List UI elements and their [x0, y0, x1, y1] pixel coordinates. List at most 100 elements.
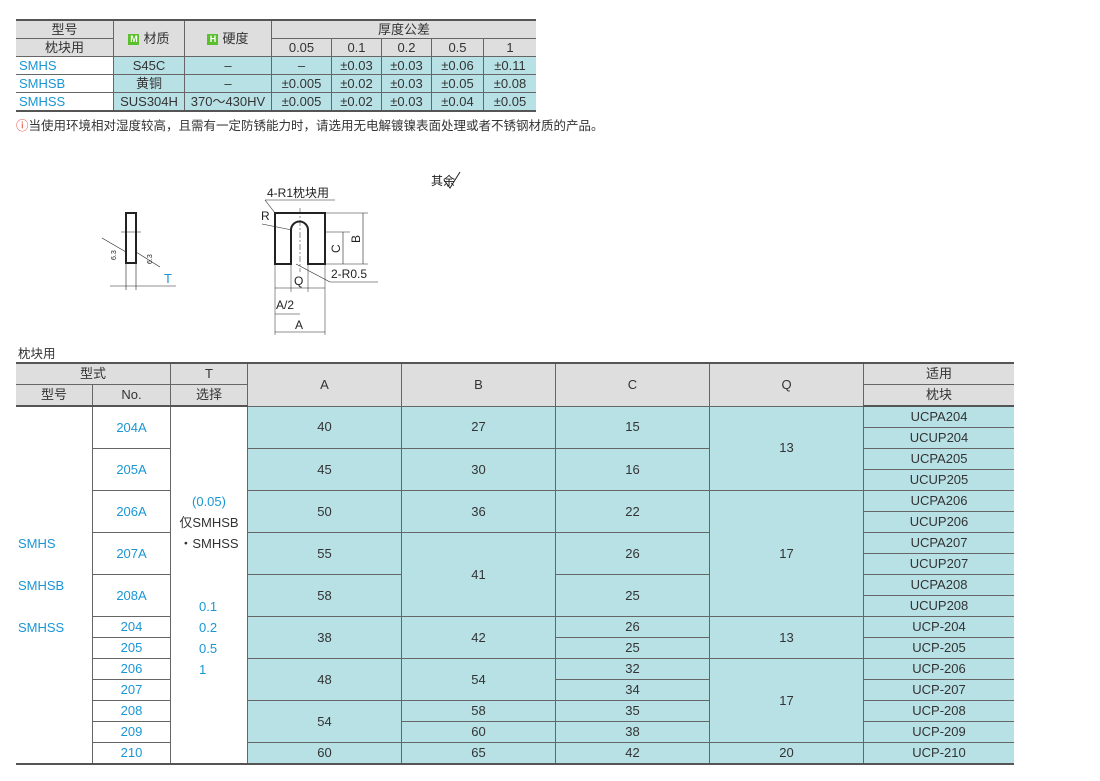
a-cell: 60 — [247, 742, 402, 765]
header-apply: 适用 — [863, 362, 1014, 385]
t-option-label: (0.05) — [192, 494, 226, 509]
q-cell: 20 — [709, 742, 864, 765]
header-thickness: 0.1 — [331, 38, 382, 57]
tolerance-cell: ±0.005 — [271, 74, 332, 93]
header-material-label: 材质 — [143, 31, 170, 46]
roughness-label: 其余 — [431, 173, 455, 188]
header-thickness: 0.05 — [271, 38, 332, 57]
b-cell: 30 — [401, 448, 556, 491]
material-badge-icon: M — [128, 34, 140, 46]
model-cell: SMHS SMHSB SMHSS — [16, 405, 93, 765]
b-cell: 65 — [401, 742, 556, 765]
table-row: UCUP204 — [16, 427, 1014, 449]
a-cell: 40 — [247, 405, 402, 449]
material-cell: S45C — [113, 56, 185, 75]
bearing-cell: UCP-210 — [863, 742, 1014, 765]
header-apply-sub: 枕块 — [863, 384, 1014, 407]
q-cell: 13 — [709, 616, 864, 659]
header-q: Q — [709, 362, 864, 407]
a-cell: 45 — [247, 448, 402, 491]
tolerance-cell: ±0.03 — [331, 56, 382, 75]
q-cell: 17 — [709, 490, 864, 617]
c-cell: 26 — [555, 532, 710, 575]
tolerance-cell: ±0.02 — [331, 92, 382, 112]
header-no: No. — [92, 384, 171, 407]
hardness-cell: – — [184, 74, 272, 93]
bearing-cell: UCP-208 — [863, 700, 1014, 722]
header-model-sub: 枕块用 — [16, 38, 114, 57]
b-cell: 36 — [401, 490, 556, 533]
tolerance-cell: ±0.11 — [483, 56, 536, 75]
tolerance-cell: ±0.005 — [271, 92, 332, 112]
technical-drawing: 其余 4-R1枕块用 R 2-R0.5 B C Q A/2 A T 6.3 6.… — [101, 171, 461, 335]
bearing-cell: UCPA207 — [863, 532, 1014, 554]
t-option-label: 0.2 — [199, 620, 218, 635]
tolerance-cell: – — [271, 56, 332, 75]
c-cell: 25 — [555, 637, 710, 659]
t-option-label: ・SMHSS — [179, 536, 239, 551]
b-cell: 41 — [401, 532, 556, 617]
no-cell: 205 — [92, 637, 171, 659]
t-option-label: 1 — [199, 662, 207, 677]
bearing-cell: UCP-206 — [863, 658, 1014, 680]
bearing-cell: UCP-204 — [863, 616, 1014, 638]
b-cell: 60 — [401, 721, 556, 743]
roughness-value: 6.3 — [111, 250, 118, 260]
bearing-cell: UCPA208 — [863, 574, 1014, 596]
b-cell: 27 — [401, 405, 556, 449]
a-cell: 48 — [247, 658, 402, 701]
table-row: UCUP206 — [16, 511, 1014, 533]
model-label: SMHSS — [18, 620, 65, 635]
r05-label: 2-R0.5 — [331, 267, 367, 281]
tolerance-cell: ±0.05 — [431, 74, 484, 93]
header-b: B — [401, 362, 556, 407]
tolerance-cell: ±0.08 — [483, 74, 536, 93]
header-hardness-label: 硬度 — [222, 31, 249, 46]
table-row: UCUP207 — [16, 553, 1014, 575]
bearing-cell: UCP-205 — [863, 637, 1014, 659]
bearing-cell: UCP-207 — [863, 679, 1014, 701]
c-cell: 42 — [555, 742, 710, 765]
dim-b-label: B — [349, 235, 363, 243]
header-tolerance: 厚度公差 — [271, 19, 536, 39]
t-option-label: 0.5 — [199, 641, 218, 656]
model-label: SMHSB — [18, 578, 65, 593]
a-cell: 58 — [247, 574, 402, 617]
c-cell: 32 — [555, 658, 710, 680]
a-cell: 55 — [247, 532, 402, 575]
bearing-cell: UCUP208 — [863, 595, 1014, 617]
note-text: 当使用环境相对湿度较高，且需有一定防锈能力时，请选用无电解镀镍表面处理或者不锈钢… — [28, 119, 604, 133]
no-cell: 210 — [92, 742, 171, 765]
bearing-cell: UCPA205 — [863, 448, 1014, 470]
note: ⓘ当使用环境相对湿度较高，且需有一定防锈能力时，请选用无电解镀镍表面处理或者不锈… — [16, 115, 604, 134]
header-model: 型号 — [16, 19, 114, 39]
bearing-cell: UCPA204 — [863, 405, 1014, 428]
header-c: C — [555, 362, 710, 407]
no-cell: 206A — [92, 490, 171, 533]
bearing-cell: UCPA206 — [863, 490, 1014, 512]
roughness-value: 6.3 — [147, 254, 154, 264]
bearing-cell: UCUP207 — [863, 553, 1014, 575]
no-cell: 206 — [92, 658, 171, 680]
r-label: R — [261, 209, 270, 223]
tolerance-cell: ±0.04 — [431, 92, 484, 112]
material-cell: 黄铜 — [113, 74, 185, 93]
dim-a-label: A — [295, 318, 303, 332]
a-cell: 54 — [247, 700, 402, 743]
model-label: SMHS — [18, 536, 56, 551]
dim-t-label: T — [164, 271, 172, 286]
header-thickness: 0.5 — [431, 38, 484, 57]
header-t: T — [170, 362, 248, 385]
